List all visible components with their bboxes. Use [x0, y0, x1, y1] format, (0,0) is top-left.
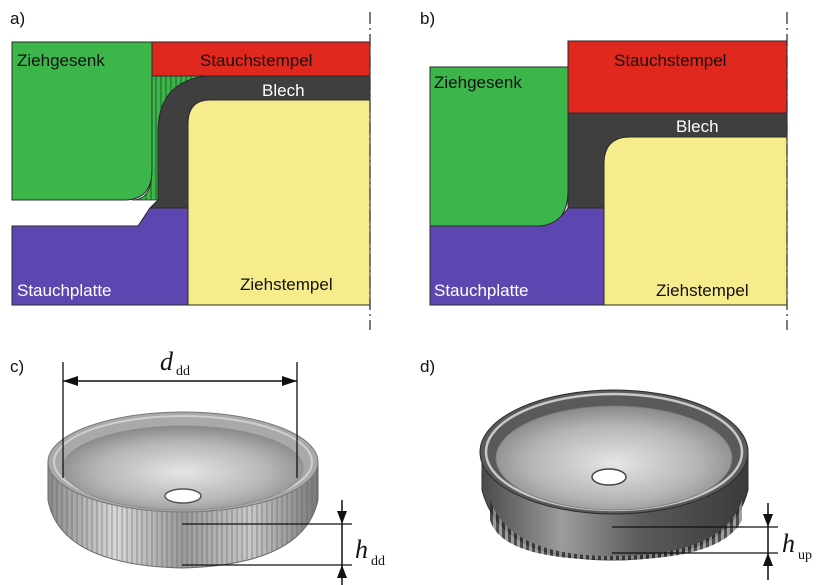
ddd-arrow-left — [63, 376, 78, 386]
panel-b-label: b) — [420, 9, 435, 28]
panel-d-label: d) — [420, 357, 435, 376]
panel-a-label: a) — [10, 9, 25, 28]
upset-cup-photo — [479, 389, 749, 561]
hup-subscript: up — [798, 548, 812, 563]
panel-c-label: c) — [10, 357, 24, 376]
ziehstempel-label-a: Ziehstempel — [240, 275, 333, 294]
stauchplatte-label-a: Stauchplatte — [17, 281, 112, 300]
stauchstempel-label-a: Stauchstempel — [200, 51, 312, 70]
ddd-subscript: dd — [176, 364, 190, 379]
drawn-cup-photo — [47, 411, 319, 569]
ziehgesenk-label-b: Ziehgesenk — [434, 73, 522, 92]
ziehstempel-label-b: Ziehstempel — [656, 281, 749, 300]
stauchstempel-part-a — [151, 41, 371, 77]
hdd-subscript: dd — [371, 554, 385, 569]
hup-arrow-bottom — [763, 553, 773, 566]
blech-label-b: Blech — [676, 117, 719, 136]
ziehstempel-part-b — [603, 136, 788, 306]
hdd-arrow-bottom — [337, 565, 347, 578]
ddd-arrow-right — [282, 376, 297, 386]
stauchplatte-label-b: Stauchplatte — [434, 281, 529, 300]
hdd-arrow-top — [337, 511, 347, 524]
ziehstempel-part-a — [187, 99, 371, 306]
panel-c-section: c) d dd h dd — [10, 347, 385, 585]
hup-arrow-top — [763, 514, 773, 527]
hdd-symbol: h — [355, 535, 368, 564]
panel-d-section: d) h up — [420, 357, 812, 580]
ziehgesenk-label-a: Ziehgesenk — [17, 51, 105, 70]
hup-symbol: h — [782, 529, 795, 558]
ddd-symbol: d — [160, 347, 174, 376]
panel-b-section: b) Ziehgesenk Stauchstempel Blech Stauch… — [420, 9, 788, 330]
stauchstempel-label-b: Stauchstempel — [614, 51, 726, 70]
panel-a-section: a) Ziehgesenk Stauchstempel Blech Stauch… — [10, 9, 371, 330]
blech-label-a: Blech — [262, 81, 305, 100]
